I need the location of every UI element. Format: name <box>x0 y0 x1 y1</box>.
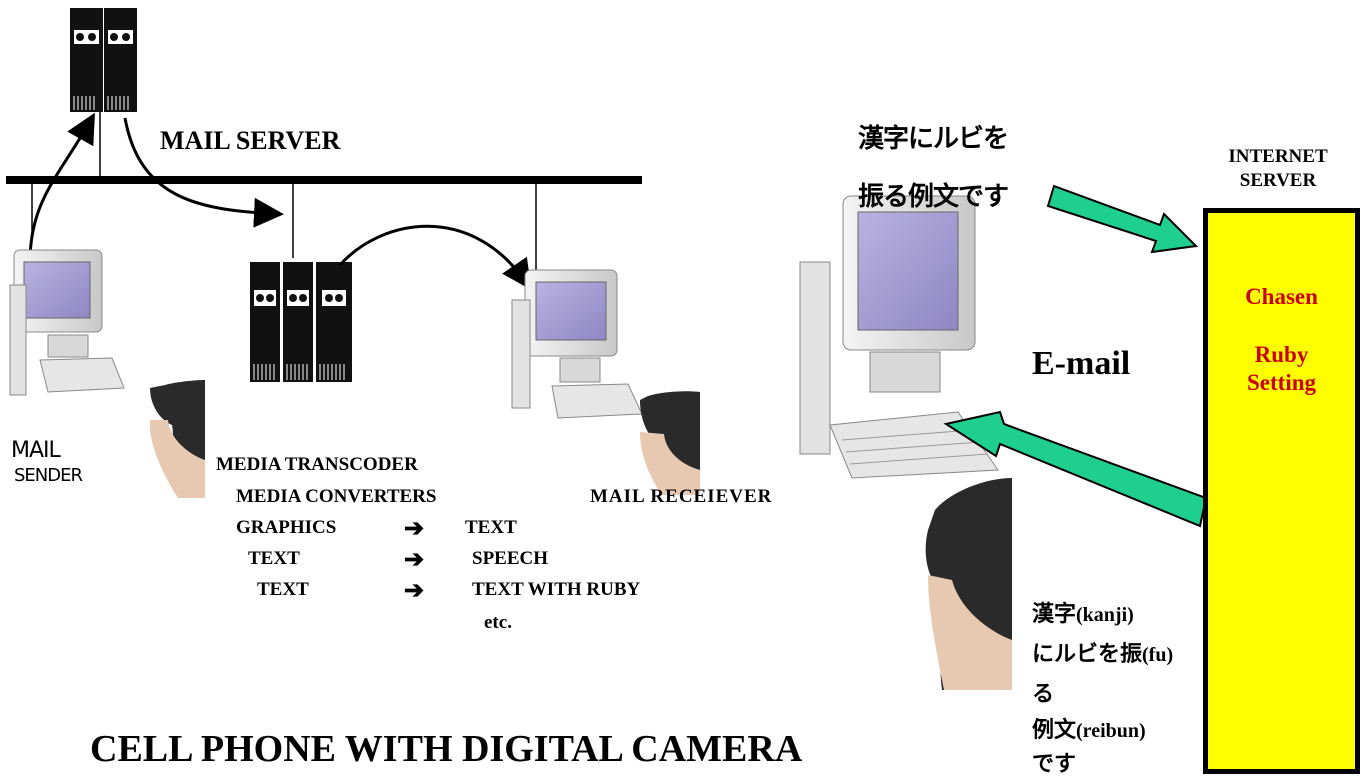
receiver-computer-icon <box>511 269 643 419</box>
output-line-1: 漢字(kanji) <box>1032 596 1134 628</box>
conversion-arrow-1: ➔ <box>404 516 425 542</box>
transcoder-title: MEDIA TRANSCODER <box>216 454 418 475</box>
mail-receiver-label: MAIL RECEIEVER <box>590 486 773 507</box>
conversion-from-3: TEXT <box>257 579 309 600</box>
conversion-from-1: GRAPHICS <box>236 517 337 538</box>
mail-sender-label-line1: MAIL <box>11 438 61 463</box>
server-box-line2: Ruby <box>1254 342 1309 367</box>
server-box-line3: Setting <box>1247 370 1316 395</box>
input-arrow <box>1046 184 1199 254</box>
server-box-line1: Chasen <box>1245 284 1318 309</box>
output-line-4-jp: 例文 <box>1032 718 1077 743</box>
output-line-2-ruby: (fu) <box>1142 644 1174 666</box>
user-person-image <box>925 478 1012 690</box>
mail-server-icon <box>70 8 137 112</box>
sender-computer-icon <box>9 249 125 396</box>
output-line-3-jp: る <box>1032 682 1055 707</box>
conversion-etc: etc. <box>484 612 512 633</box>
output-line-5: です <box>1032 746 1076 778</box>
chasen-server-box <box>1203 208 1360 774</box>
transcoder-subtitle: MEDIA CONVERTERS <box>236 486 437 507</box>
user-computer-icon <box>799 195 999 479</box>
flow-arrow-server-to-transcoder <box>123 117 284 228</box>
output-line-4: 例文(reibun) <box>1032 712 1146 744</box>
email-label: E-mail <box>1032 345 1131 382</box>
conversion-to-2: SPEECH <box>472 548 549 569</box>
input-text-line1: 漢字にルビを <box>858 124 1009 154</box>
flow-arrow-transcoder-to-receiver <box>338 224 532 290</box>
input-text-line2: 振る例文です <box>858 182 1009 212</box>
output-arrow <box>943 410 1208 528</box>
output-line-3: る <box>1032 676 1054 708</box>
output-line-4-ruby: (reibun) <box>1076 720 1146 742</box>
output-line-2-jp: にルビを振 <box>1032 642 1143 667</box>
conversion-to-1: TEXT <box>465 517 517 538</box>
sender-person-image <box>149 380 205 498</box>
output-line-2: にルビを振(fu) <box>1032 636 1173 668</box>
conversion-to-3: TEXT WITH RUBY <box>472 579 641 600</box>
internet-server-label-line2: SERVER <box>1239 170 1317 191</box>
receiver-person-image <box>640 391 700 495</box>
mail-sender-label-line2: SENDER <box>14 465 83 486</box>
conversion-from-2: TEXT <box>248 548 300 569</box>
conversion-arrow-3: ➔ <box>404 578 425 604</box>
media-transcoder-icon <box>250 262 352 382</box>
output-line-1-ruby: (kanji) <box>1076 604 1134 626</box>
internet-server-label-line1: INTERNET <box>1228 146 1328 167</box>
mail-server-label: MAIL SERVER <box>160 126 341 155</box>
conversion-arrow-2: ➔ <box>404 547 425 573</box>
output-line-5-jp: です <box>1032 752 1077 777</box>
footer-title: CELL PHONE WITH DIGITAL CAMERA <box>90 728 803 770</box>
flow-arrow-sender-to-server <box>28 112 95 263</box>
output-line-1-jp: 漢字 <box>1032 602 1077 627</box>
